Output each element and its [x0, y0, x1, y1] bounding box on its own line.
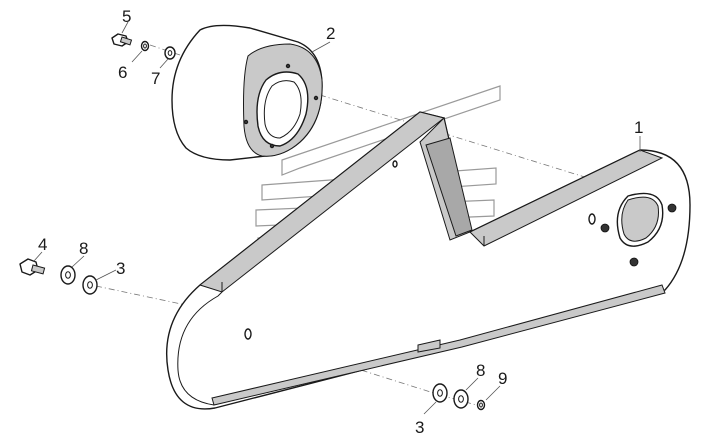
- callout-8-left: 8: [79, 239, 88, 258]
- belt-guard-cover: [166, 111, 691, 410]
- callout-7: 7: [151, 69, 160, 88]
- callout-5: 5: [122, 7, 131, 26]
- callout-6: 6: [118, 63, 127, 82]
- callout-2: 2: [326, 24, 335, 43]
- leader-lines: [33, 21, 641, 415]
- nut-9: [476, 399, 486, 411]
- lock-washer-6: [140, 40, 150, 52]
- callout-3-left: 3: [116, 259, 125, 278]
- callout-4: 4: [38, 235, 47, 254]
- bolt-4: [19, 258, 46, 276]
- washer-3-left: [82, 275, 98, 295]
- washer-3-bottom: [432, 383, 448, 403]
- shroud-ring: [171, 24, 323, 161]
- callout-8-bottom: 8: [476, 361, 485, 380]
- bolt-5: [111, 33, 133, 47]
- washer-8-left: [60, 265, 76, 285]
- washer-7: [164, 46, 176, 60]
- callout-labels: 1 2 3 3 4 5 6 7 8 8 9: [38, 7, 643, 437]
- washer-8-bottom: [453, 389, 469, 409]
- callout-1: 1: [634, 118, 643, 137]
- callout-3-bottom: 3: [415, 418, 424, 437]
- callout-9: 9: [498, 369, 507, 388]
